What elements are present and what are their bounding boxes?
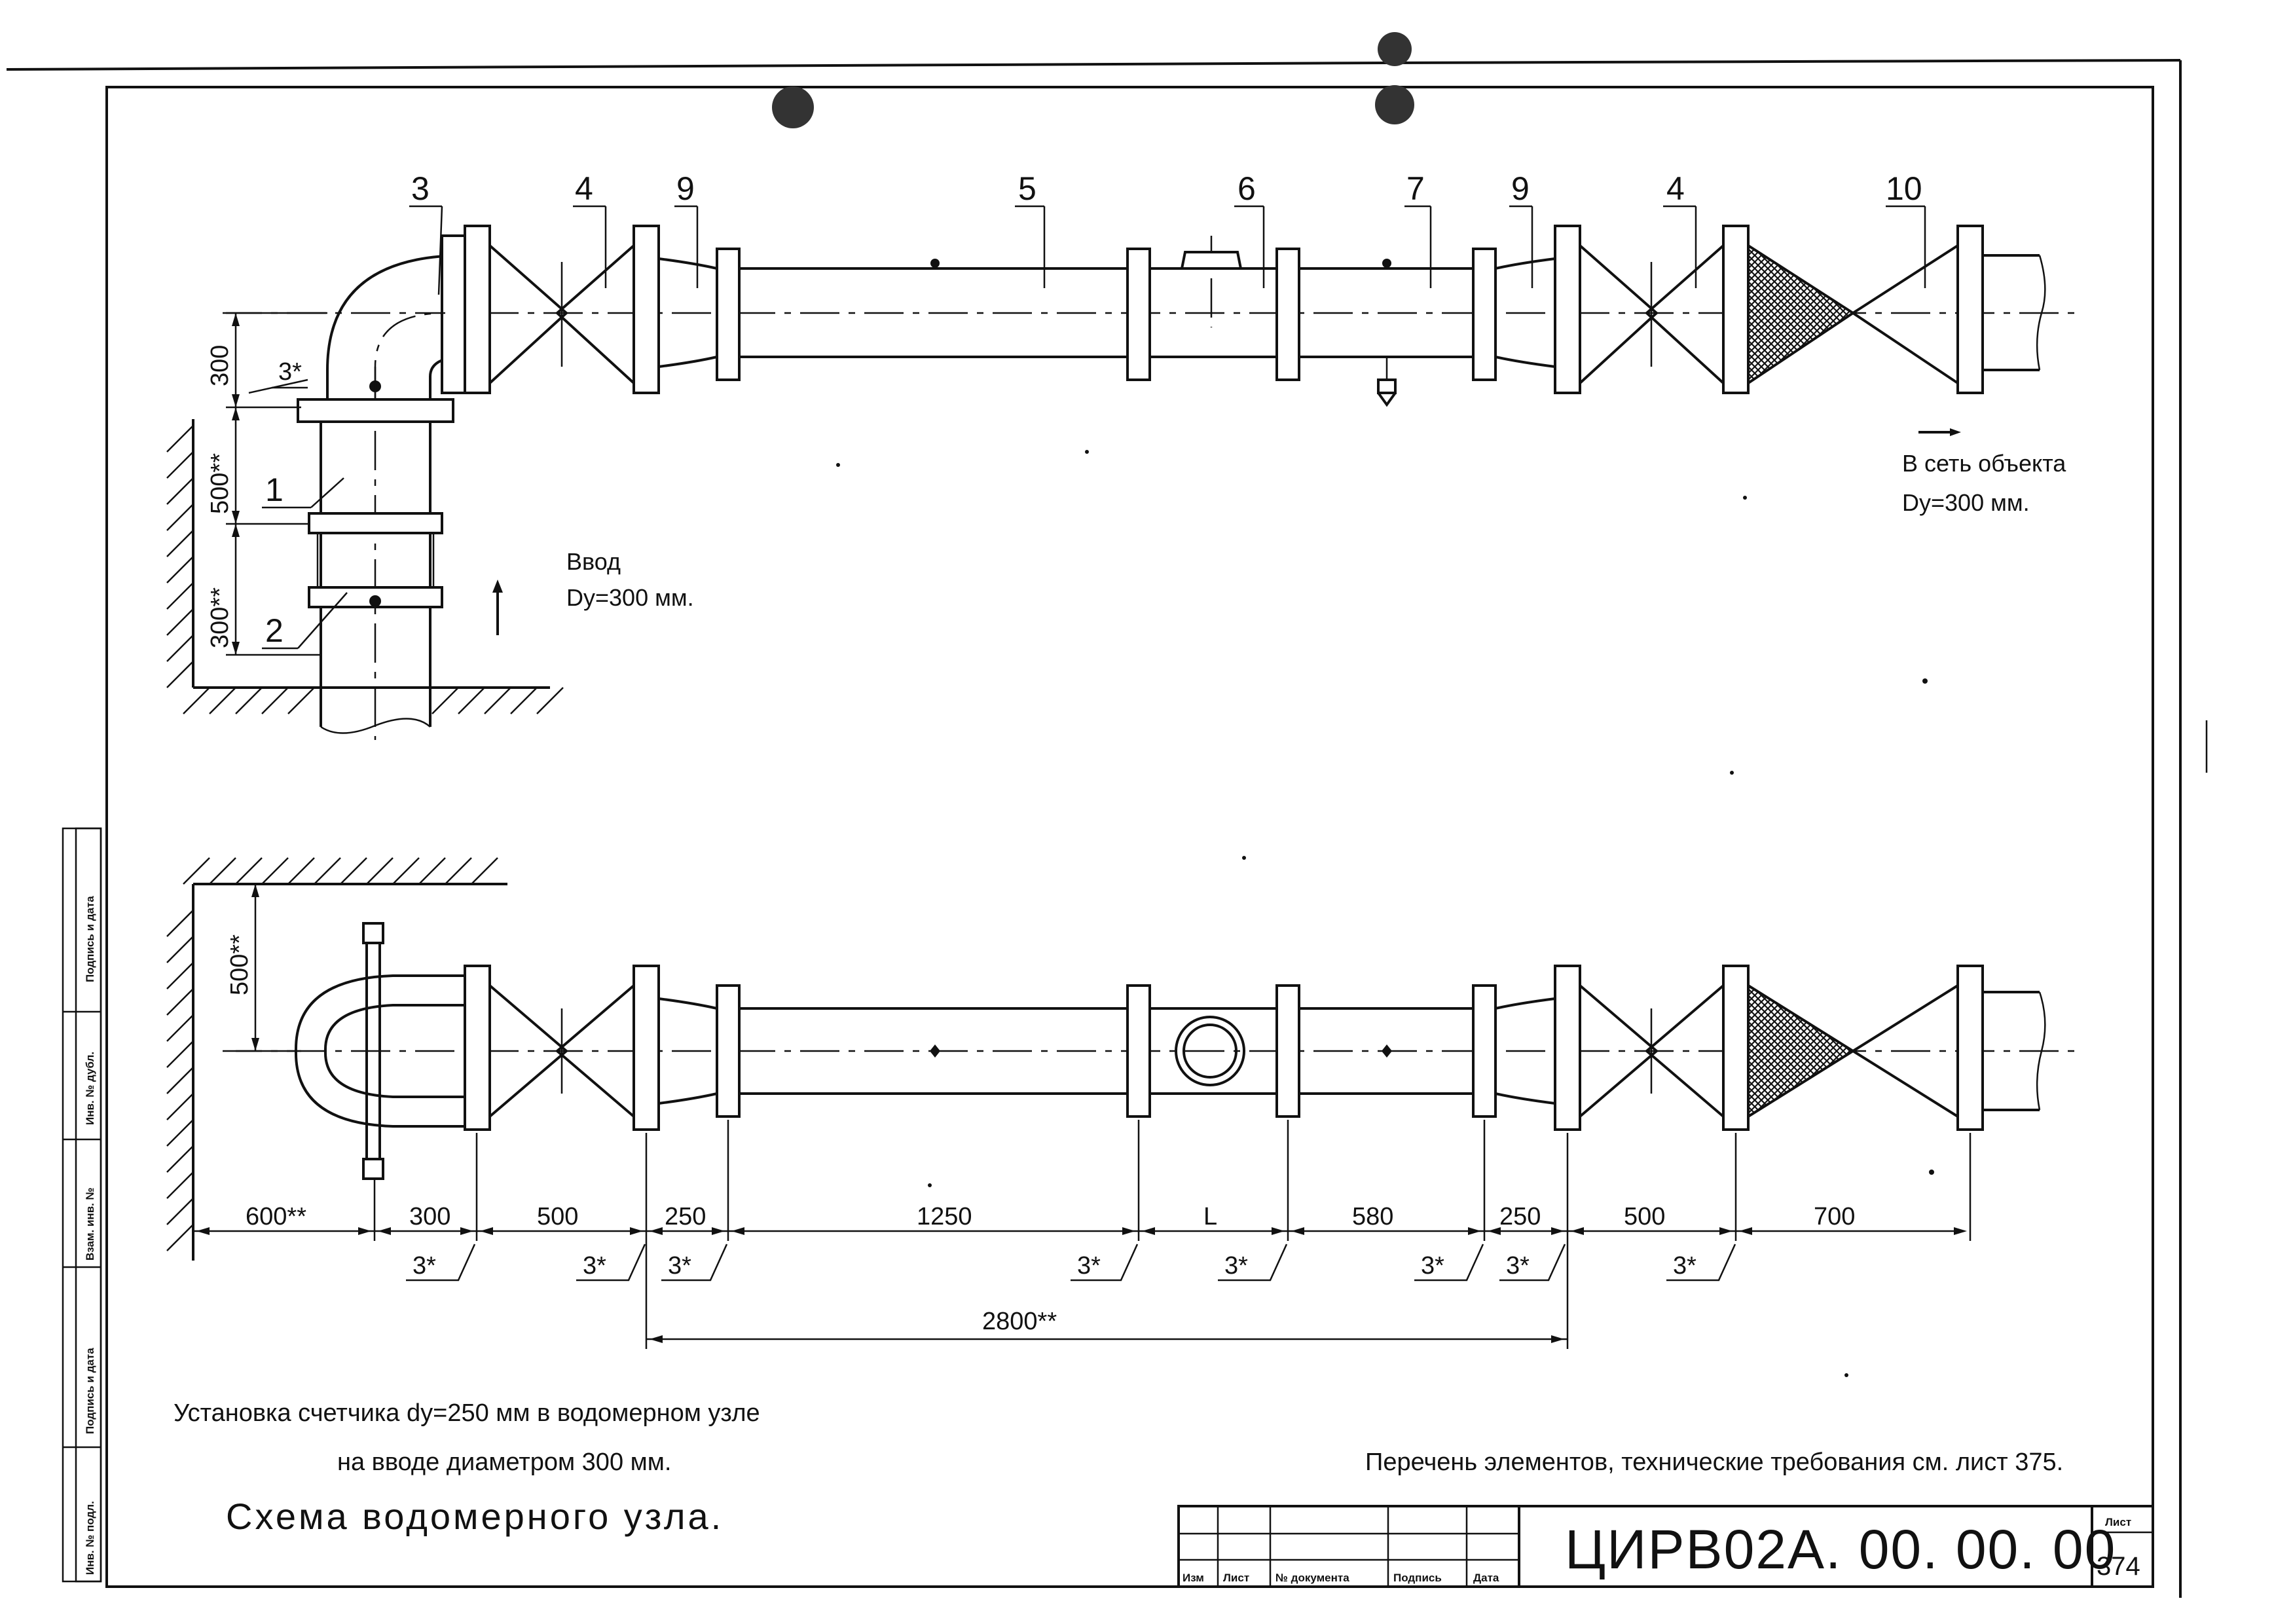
dim-L: L — [1203, 1203, 1217, 1230]
elevation-dimensions: 300 500** 300** — [206, 312, 327, 656]
dim-2800: 2800** — [982, 1308, 1057, 1335]
dim-500-right: 500 — [1624, 1203, 1665, 1230]
callout-9: 9 — [676, 170, 695, 207]
callout-5: 5 — [1018, 170, 1036, 207]
reference-note: Перечень элементов, технические требован… — [1365, 1449, 2063, 1476]
elevation-view: 300 500** 300** 3* 3 4 9 5 6 7 — [166, 170, 2079, 740]
wall-hatch — [166, 419, 564, 714]
dim-250-left: 250 — [665, 1203, 706, 1230]
plan-straight-pipe — [739, 984, 1151, 1118]
dim-250-right: 250 — [1499, 1203, 1541, 1230]
strainer — [1747, 225, 1984, 394]
outlet-diameter: Dy=300 мм. — [1902, 489, 2030, 516]
dim-500-left: 500 — [537, 1203, 578, 1230]
outlet-label: В сеть объекта — [1902, 450, 2066, 477]
reducer-right — [1495, 225, 1581, 394]
outlet-pipe — [1983, 254, 2046, 371]
gate-valve-left — [464, 225, 660, 394]
weld-mark-8: 3* — [1673, 1252, 1696, 1280]
stamp-duplicate-number: Инв. № дубл. — [84, 1052, 96, 1125]
weld-mark-7: 3* — [1506, 1252, 1530, 1280]
weld-mark-6: 3* — [1421, 1252, 1444, 1280]
stamp-signature-date-2: Подпись и дата — [84, 1348, 96, 1434]
caption-line-1: Установка счетчика dy=250 мм в водомерно… — [174, 1399, 760, 1427]
stamp-original-number: Инв. № подл. — [84, 1501, 96, 1575]
header-date: Дата — [1473, 1572, 1499, 1584]
sheet-frame — [6, 59, 2208, 1598]
stamp-signature-date: Подпись и дата — [84, 896, 96, 982]
plan-view: 500** — [166, 857, 2079, 1349]
plan-reducer-right — [1495, 965, 1581, 1131]
inlet-label: Ввод — [566, 548, 621, 575]
dim-500-wall: 500** — [226, 934, 253, 995]
dimension-chain: 600** 300 500 250 1250 L 580 250 500 700… — [193, 1120, 1971, 1349]
weld-mark-4: 3* — [1077, 1252, 1101, 1280]
dim-300-floor: 300** — [206, 587, 234, 648]
callout-4: 4 — [575, 170, 593, 207]
plan-pipe-section-7 — [1299, 984, 1497, 1118]
sheet-number: 374 — [2097, 1552, 2140, 1581]
plan-reducer-left — [658, 984, 741, 1118]
scan-specks — [836, 450, 1934, 1377]
weld-mark-elevation: 3* — [248, 358, 308, 394]
callout-leaders — [262, 205, 1926, 650]
header-revision: Изм — [1183, 1572, 1204, 1584]
side-stamp: Подпись и дата Инв. № дубл. Взам. инв. №… — [62, 827, 102, 1583]
dim-500-riser: 500** — [206, 453, 234, 514]
callout-1: 1 — [265, 471, 284, 508]
callout-2: 2 — [265, 612, 284, 649]
plan-wall-hatch — [166, 857, 507, 1261]
header-sheet: Лист — [1223, 1572, 1249, 1584]
elbow — [326, 234, 466, 399]
outlet-arrow — [1918, 428, 1961, 436]
caption-line-2: на вводе диаметром 300 мм. — [337, 1449, 671, 1476]
weld-mark-5: 3* — [1224, 1252, 1248, 1280]
drawing-title: Схема водомерного узла. — [226, 1496, 724, 1537]
header-signature: Подпись — [1393, 1572, 1442, 1584]
water-meter — [1150, 236, 1300, 381]
title-block: Изм Лист № документа Подпись Дата ЦИРВ02… — [1177, 1505, 2154, 1588]
callout-6: 6 — [1238, 170, 1256, 207]
gate-valve-right — [1579, 225, 1750, 394]
straight-pipe — [739, 248, 1151, 381]
pipe-section-7 — [1299, 248, 1497, 407]
plan-gate-valve-right — [1579, 965, 1750, 1131]
callout-3: 3 — [411, 170, 430, 207]
dim-1250: 1250 — [917, 1203, 972, 1230]
punch-holes — [772, 32, 1414, 128]
weld-mark-2: 3* — [583, 1252, 606, 1280]
weld-mark-1: 3* — [413, 1252, 436, 1280]
reducer-left — [658, 248, 741, 381]
callout-9b: 9 — [1511, 170, 1530, 207]
sheet-label: Лист — [2105, 1516, 2131, 1528]
dim-300: 300 — [409, 1203, 450, 1230]
dim-300-elbow: 300 — [206, 345, 234, 386]
dim-600: 600** — [246, 1203, 306, 1230]
callout-4b: 4 — [1666, 170, 1685, 207]
riser-pipe — [297, 367, 454, 740]
callout-7: 7 — [1406, 170, 1425, 207]
callout-10: 10 — [1886, 170, 1922, 207]
plan-water-meter — [1150, 984, 1300, 1118]
plan-elbow: 500** — [226, 884, 465, 1180]
stamp-replacement-number: Взам. инв. № — [84, 1187, 96, 1261]
weld-mark-label: 3* — [278, 358, 302, 386]
document-designation: ЦИРВ02А. 00. 00. 00 — [1565, 1519, 2116, 1580]
inlet-diameter: Dy=300 мм. — [566, 584, 694, 611]
plan-outlet-pipe — [1983, 991, 2046, 1111]
weld-mark-3: 3* — [668, 1252, 691, 1280]
dim-700: 700 — [1814, 1203, 1855, 1230]
plan-gate-valve-left — [464, 965, 660, 1131]
plan-strainer — [1747, 965, 1984, 1131]
header-document: № документа — [1275, 1572, 1349, 1584]
weld-marks: 3* 3* 3* 3* 3* 3* 3* 3* — [406, 1244, 1736, 1282]
dim-580: 580 — [1352, 1203, 1393, 1230]
inlet-arrow — [492, 580, 503, 635]
